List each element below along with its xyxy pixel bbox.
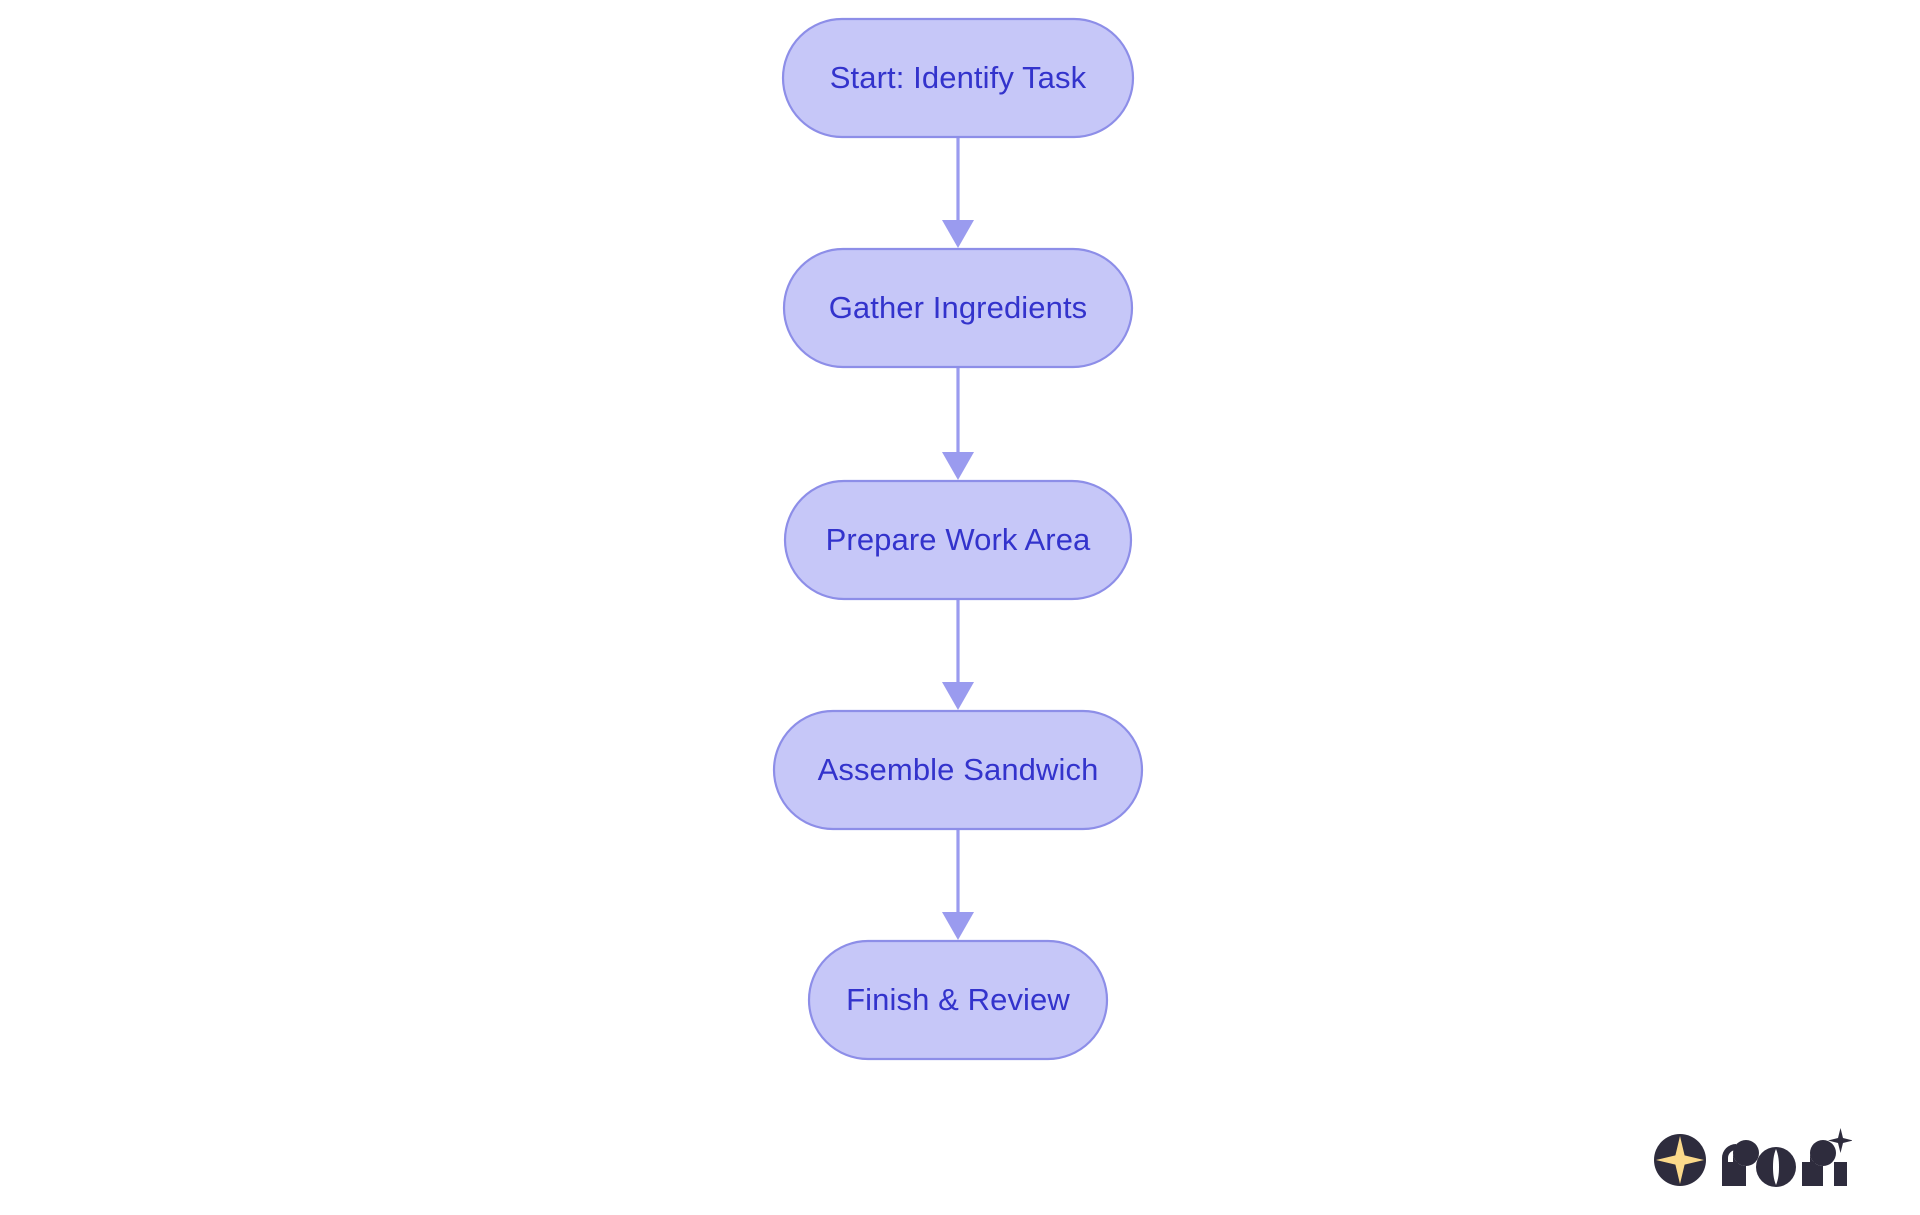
node-shape[interactable] bbox=[772, 709, 1144, 831]
edge-start-identify-task-to-gather-ingredients bbox=[942, 137, 974, 248]
edge-layer bbox=[942, 137, 974, 940]
node-label: Gather Ingredients bbox=[829, 290, 1088, 325]
node-gather-ingredients[interactable]: Gather Ingredients bbox=[782, 247, 1134, 369]
node-shape[interactable] bbox=[807, 939, 1109, 1061]
node-start-identify-task[interactable]: Start: Identify Task bbox=[781, 17, 1135, 139]
node-finish-review[interactable]: Finish & Review bbox=[807, 939, 1109, 1061]
brand-logo[interactable] bbox=[1652, 1122, 1852, 1194]
node-label: Prepare Work Area bbox=[826, 522, 1091, 557]
edge-gather-ingredients-to-prepare-work-area bbox=[942, 367, 974, 480]
node-shape[interactable] bbox=[783, 479, 1133, 601]
node-layer: Start: Identify Task Gather Ingredients … bbox=[772, 17, 1144, 1061]
node-assemble-sandwich[interactable]: Assemble Sandwich bbox=[772, 709, 1144, 831]
node-shape[interactable] bbox=[782, 247, 1134, 369]
node-shape[interactable] bbox=[781, 17, 1135, 139]
sparkle-circle-icon bbox=[1654, 1134, 1706, 1186]
edge-assemble-sandwich-to-finish-review bbox=[942, 829, 974, 940]
sparkle-icon bbox=[1828, 1128, 1852, 1153]
wordmark-rori bbox=[1722, 1140, 1847, 1187]
node-prepare-work-area[interactable]: Prepare Work Area bbox=[783, 479, 1133, 601]
edge-prepare-work-area-to-assemble-sandwich bbox=[942, 599, 974, 710]
node-label: Start: Identify Task bbox=[830, 60, 1087, 95]
node-label: Assemble Sandwich bbox=[818, 752, 1099, 787]
node-label: Finish & Review bbox=[846, 982, 1070, 1017]
